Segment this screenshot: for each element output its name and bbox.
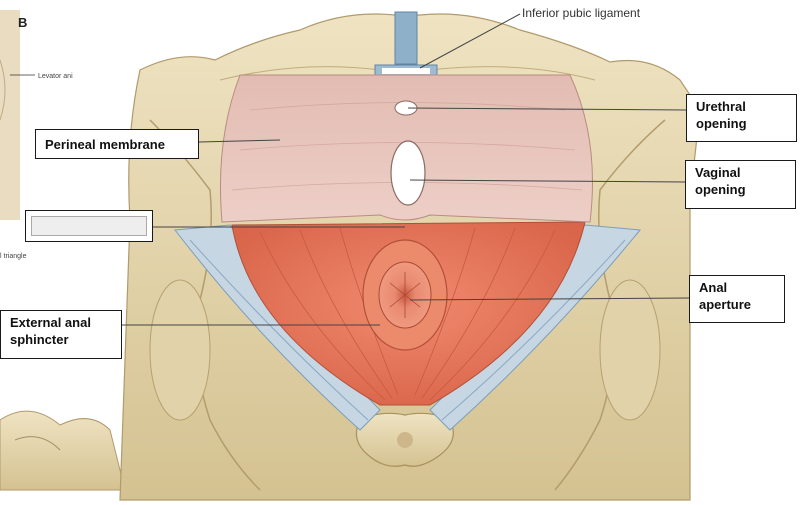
leader-lines [122,13,690,326]
sacrotuberous-ligaments [174,224,641,431]
inferior-pubic-ligament-label: Inferior pubic ligament [522,6,641,20]
perineal-membrane-label: Perineal membrane [35,129,199,159]
anal-aperture-label: Anal aperture [689,275,785,323]
perineal-membrane-shape [219,74,593,223]
inset-label-triangle: l triangle [0,253,27,260]
blank-answer-field[interactable] [31,216,147,236]
vaginal-opening-label: Vaginal opening [685,160,796,209]
muscle-region [231,221,586,406]
blank-answer-box[interactable] [25,210,153,242]
urethral-opening-label: Urethral opening [686,94,797,142]
inset-panel [0,10,126,491]
panel-letter: B [18,15,28,30]
inset-label-levator: Levator ani [38,73,73,80]
external-anal-sphincter-label: External anal sphincter [0,310,122,359]
